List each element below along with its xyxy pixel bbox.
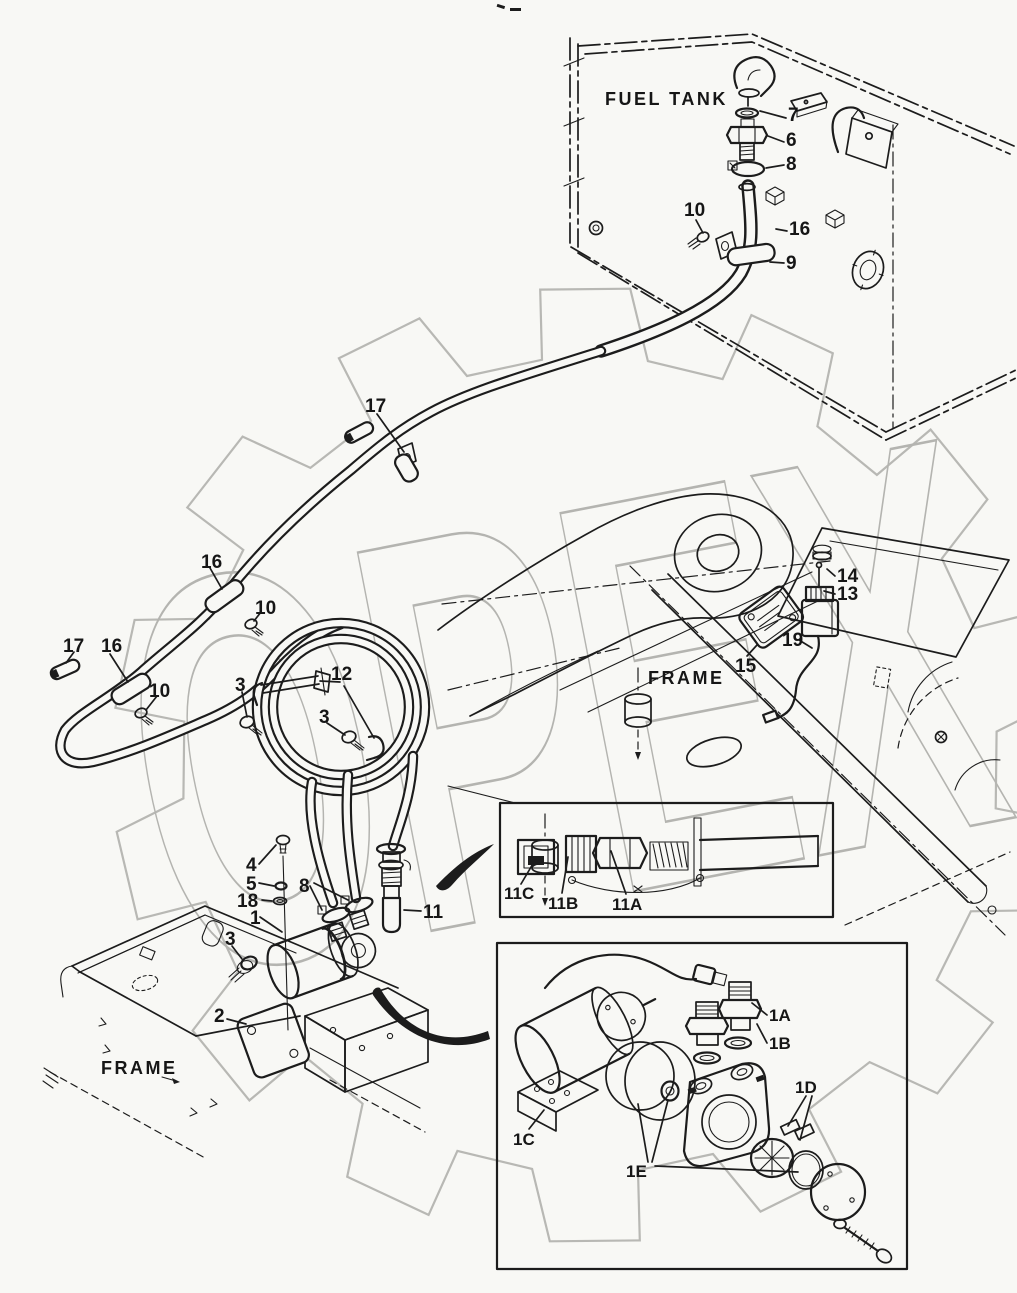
retainer-rod-group <box>239 667 385 762</box>
scan-marks <box>496 3 521 11</box>
inset-connector-box <box>447 785 835 919</box>
watermark-gear <box>114 287 1017 1243</box>
swoosh-arrow-lower <box>372 987 490 1046</box>
plate-15 <box>738 585 805 649</box>
pump-assembly <box>228 834 429 1093</box>
standoff-a <box>624 667 652 760</box>
swoosh-arrow-upper <box>436 844 494 891</box>
fuel-pipe-and-hose <box>55 179 758 769</box>
inset-pump-box <box>495 941 909 1271</box>
hose-coil <box>251 617 431 909</box>
fuel-tank-drawing <box>563 33 1017 441</box>
tank-fitting-column <box>725 55 776 178</box>
hose-clamps <box>49 231 776 726</box>
connector-11 <box>375 842 411 934</box>
frame-right-drawing <box>437 493 1011 936</box>
detail-arrows <box>372 844 494 1046</box>
solenoid-13 <box>800 561 840 638</box>
frame-left-drawing <box>42 905 426 1159</box>
nut-14 <box>812 544 832 561</box>
wire-19 <box>776 634 820 720</box>
leader-lines <box>65 110 836 1173</box>
